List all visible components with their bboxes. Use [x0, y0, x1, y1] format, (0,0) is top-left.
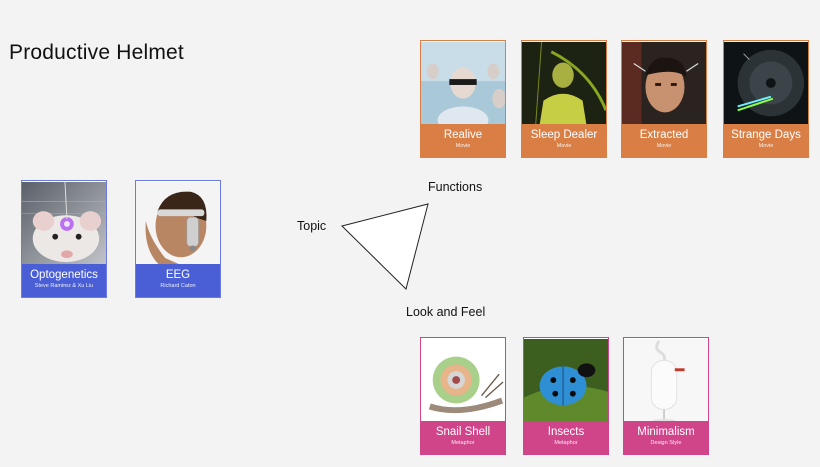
- card-title: Strange Days: [731, 129, 801, 141]
- card-title: Snail Shell: [435, 426, 491, 438]
- card-band: Insects Metaphor: [524, 421, 608, 454]
- card-title: EEG: [165, 269, 191, 281]
- card-subtitle: Metaphor: [451, 440, 475, 446]
- card-sleep-dealer[interactable]: Sleep Dealer Movie: [521, 40, 607, 158]
- card-subtitle: Metaphor: [554, 440, 578, 446]
- card-subtitle: Movie: [455, 143, 471, 149]
- card-band: Realive Movie: [421, 124, 505, 157]
- page-title: Productive Helmet: [9, 41, 184, 64]
- card-band: Optogenetics Steve Ramirez & Xu Liu: [22, 264, 106, 297]
- rat-image: [22, 181, 106, 266]
- card-subtitle: Movie: [656, 143, 672, 149]
- realive-image: [421, 41, 505, 126]
- triangle-shape: [341, 203, 429, 290]
- look-and-feel-label: Look and Feel: [406, 305, 486, 319]
- card-band: Minimalism Design Style: [624, 421, 708, 454]
- card-title: Insects: [547, 426, 585, 438]
- card-subtitle: Steve Ramirez & Xu Liu: [34, 283, 94, 289]
- card-title: Sleep Dealer: [530, 129, 598, 141]
- card-subtitle: Design Style: [650, 440, 682, 446]
- extracted-image: [622, 41, 706, 126]
- card-minimalism[interactable]: Minimalism Design Style: [623, 337, 709, 455]
- card-title: Minimalism: [637, 426, 695, 438]
- strange-days-image: [724, 41, 808, 126]
- card-insects[interactable]: Insects Metaphor: [523, 337, 609, 455]
- sleep-dealer-image: [522, 41, 606, 126]
- card-band: Strange Days Movie: [724, 124, 808, 157]
- snail-image: [421, 338, 505, 423]
- functions-label: Functions: [428, 180, 483, 194]
- beetle-image: [524, 338, 608, 423]
- card-eeg[interactable]: EEG Richard Caton: [135, 180, 221, 298]
- card-realive[interactable]: Realive Movie: [420, 40, 506, 158]
- card-band: Snail Shell Metaphor: [421, 421, 505, 454]
- card-subtitle: Richard Caton: [160, 283, 196, 289]
- topic-label: Topic: [297, 219, 327, 233]
- eeg-headset-image: [136, 181, 220, 266]
- minimalism-image: [624, 338, 708, 423]
- card-subtitle: Movie: [556, 143, 572, 149]
- card-extracted[interactable]: Extracted Movie: [621, 40, 707, 158]
- card-title: Extracted: [639, 129, 689, 141]
- card-subtitle: Movie: [758, 143, 774, 149]
- card-band: EEG Richard Caton: [136, 264, 220, 297]
- card-title: Optogenetics: [30, 269, 98, 281]
- card-optogenetics[interactable]: Optogenetics Steve Ramirez & Xu Liu: [21, 180, 107, 298]
- card-strange-days[interactable]: Strange Days Movie: [723, 40, 809, 158]
- card-title: Realive: [443, 129, 483, 141]
- card-band: Extracted Movie: [622, 124, 706, 157]
- card-snail-shell[interactable]: Snail Shell Metaphor: [420, 337, 506, 455]
- card-band: Sleep Dealer Movie: [522, 124, 606, 157]
